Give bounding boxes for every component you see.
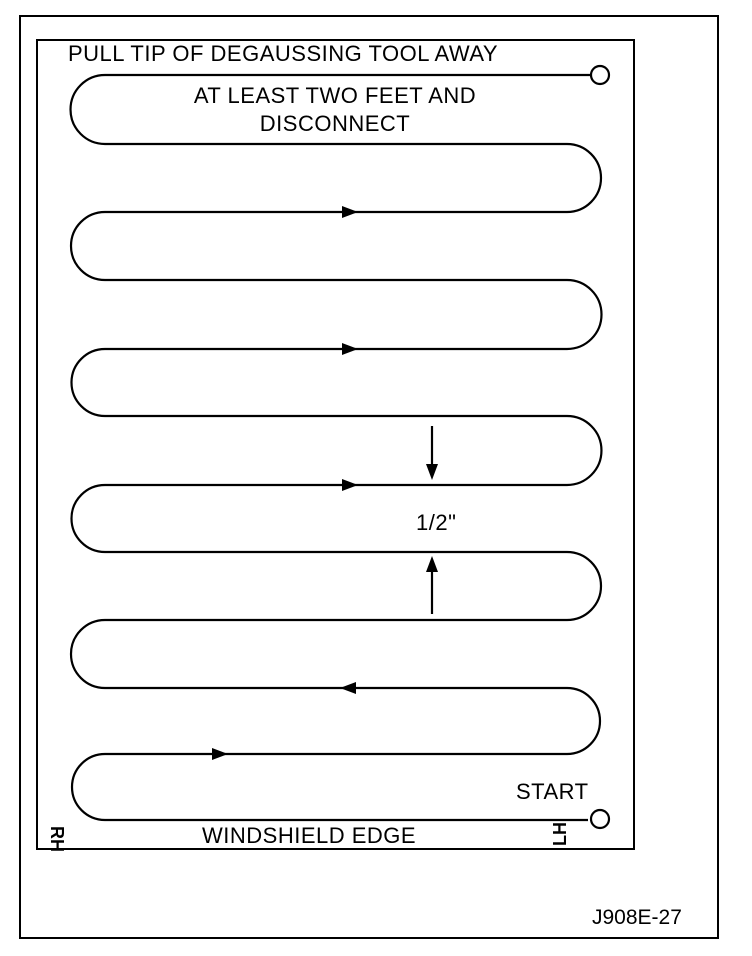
instruction-line-2: AT LEAST TWO FEET AND: [193, 83, 477, 108]
figure-frame: [19, 15, 719, 939]
instruction-line-1: PULL TIP OF DEGAUSSING TOOL AWAY: [68, 41, 499, 66]
spacing-label: 1/2": [416, 510, 457, 535]
windshield-panel: [36, 39, 635, 850]
direction-arrow: [340, 682, 356, 694]
start-label: START: [516, 779, 589, 804]
end-point-circle: [589, 64, 611, 86]
spacing-arrowhead-up: [426, 556, 438, 572]
serpentine-path: [69, 73, 603, 822]
direction-arrow: [212, 748, 228, 760]
instruction-line-3: DISCONNECT: [259, 111, 411, 136]
lh-side-label: LH: [550, 822, 570, 846]
spacing-arrowhead-down: [426, 464, 438, 480]
figure-id: J908E-27: [592, 906, 682, 929]
direction-arrow: [342, 343, 358, 355]
rh-side-label: RH: [47, 826, 67, 852]
start-point-circle: [589, 808, 611, 830]
windshield-edge-label: WINDSHIELD EDGE: [202, 823, 417, 848]
direction-arrow: [342, 479, 358, 491]
direction-arrow: [342, 206, 358, 218]
